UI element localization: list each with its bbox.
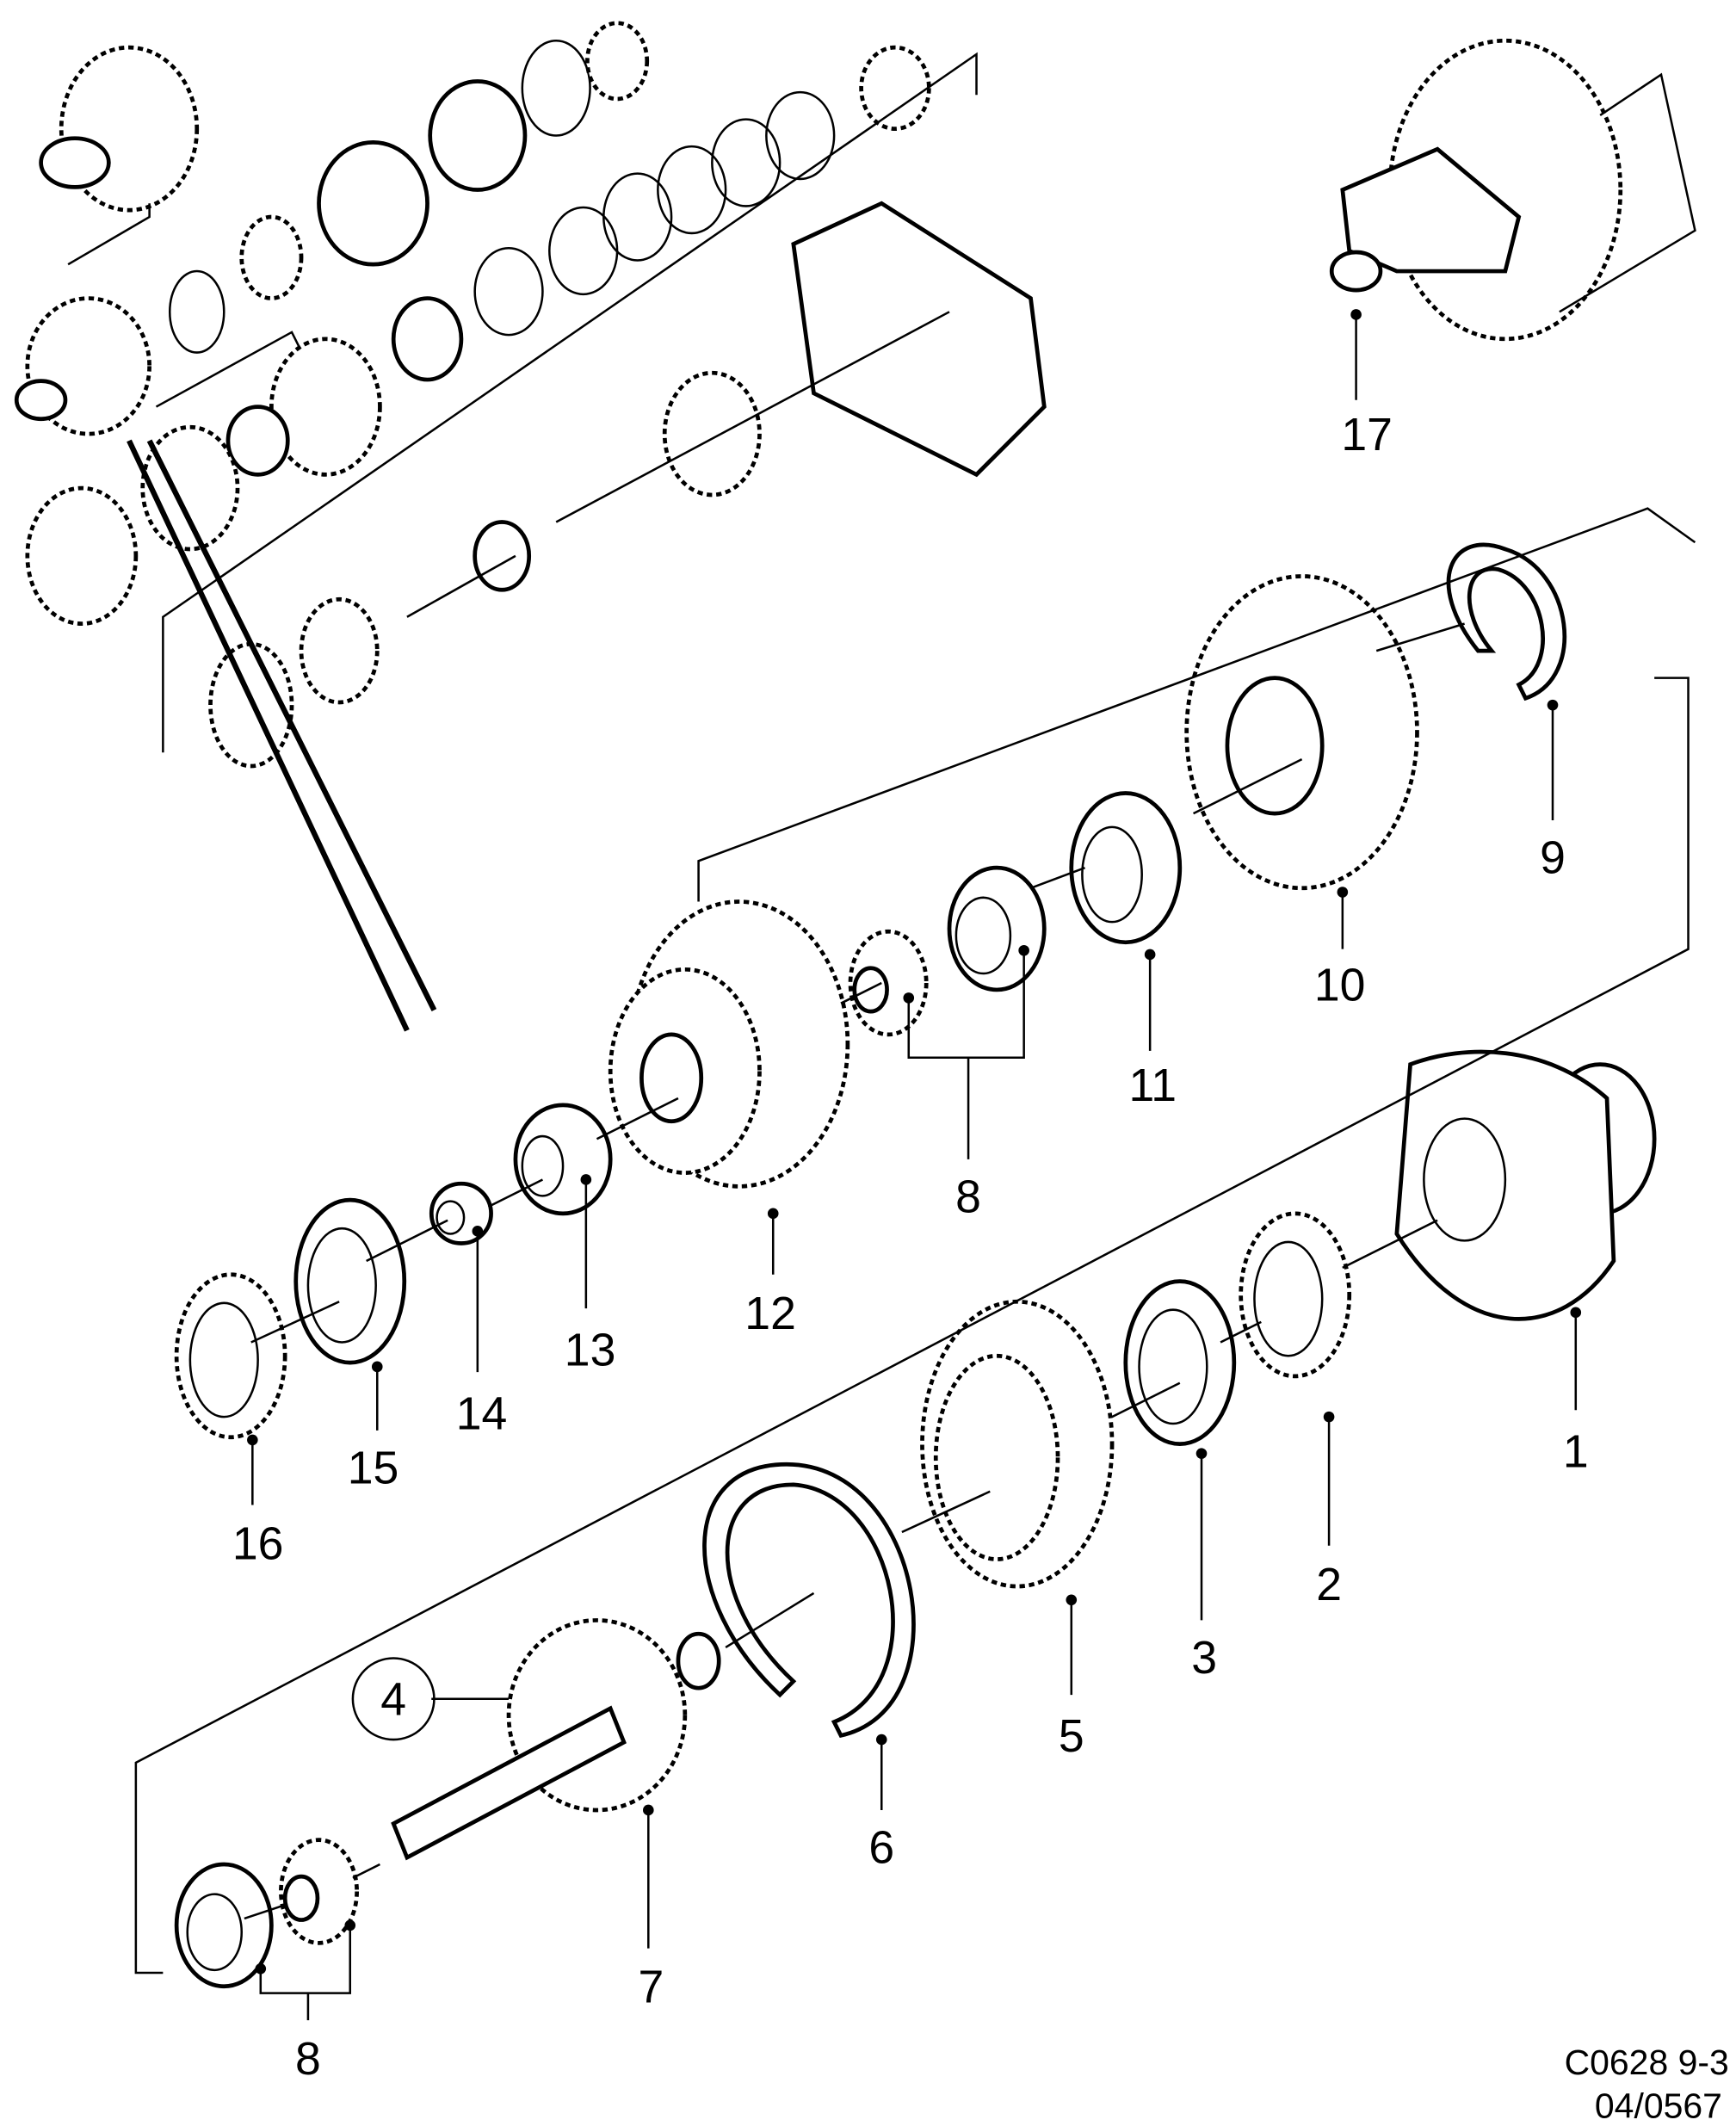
part-17-differential [1329,38,1623,342]
callout-10: 10 [1314,961,1366,1011]
callout-14: 14 [456,1388,508,1439]
part-9-snap-ring [1446,542,1567,701]
callout-15: 15 [348,1443,399,1493]
callout-4: 4 [380,1675,406,1726]
part-6-snap-ring [702,1462,916,1739]
callout-2: 2 [1316,1560,1342,1610]
part-8-bearing-race [947,865,1047,992]
part-13-bushing [513,1103,613,1216]
callout-16: 16 [232,1519,284,1570]
part-11-synchro [1069,791,1183,945]
part-8-race-lower [174,1862,274,1989]
part-5-ring-gear [920,1299,1115,1589]
part-12-gear [608,899,850,1189]
part-10-gear [1184,574,1419,891]
drawing-code: C0628 9-3 [1565,2043,1729,2082]
part-15-washer [293,1197,407,1365]
callout-8: 8 [955,1171,981,1222]
overview-assembly [14,21,1047,1032]
callout-8-lower: 8 [295,2034,321,2085]
part-4-7-planet-shaft [391,1618,721,1861]
part-8-bearing-lower [279,1838,359,1945]
part-16-thrust-bearing [174,1272,287,1440]
leader-lines [247,309,1582,2021]
part-8-bearing [848,929,929,1037]
callout-9: 9 [1540,832,1566,883]
callout-7: 7 [639,1962,664,2013]
callout-11: 11 [1129,1060,1177,1111]
part-1-carrier [1394,1049,1657,1321]
callout-3: 3 [1191,1633,1217,1684]
callout-13: 13 [565,1325,616,1375]
part-3-washer [1123,1279,1237,1447]
callout-1: 1 [1563,1426,1589,1477]
callout-17: 17 [1341,410,1393,460]
part-2-thrust-bearing [1239,1211,1352,1379]
callout-12: 12 [744,1289,796,1339]
callout-5: 5 [1059,1711,1084,1762]
drawing-number: 04/0567 [1595,2086,1722,2126]
callout-6: 6 [868,1822,894,1873]
part-14-nut [429,1181,493,1245]
